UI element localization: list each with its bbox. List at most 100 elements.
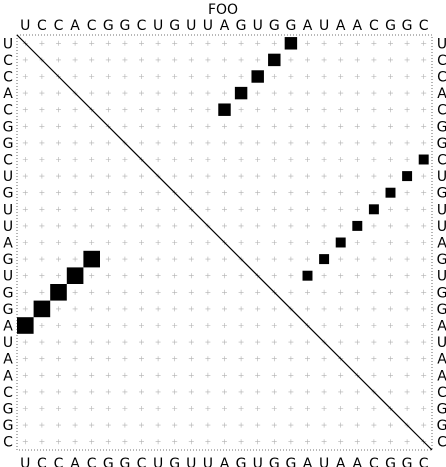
grid-mark (105, 90, 111, 96)
top-sequence-label: G (103, 18, 114, 34)
grid-mark (354, 323, 360, 328)
grid-mark (222, 372, 227, 378)
right-sequence-label: G (437, 402, 446, 418)
grid-mark (305, 40, 310, 46)
right-sequence-label: A (437, 236, 446, 252)
grid-mark (22, 422, 28, 428)
grid-mark (155, 206, 161, 212)
left-sequence-label: A (3, 368, 13, 384)
grid-mark (72, 439, 78, 445)
grid-mark (338, 339, 344, 345)
top-sequence-label: A (336, 18, 346, 34)
grid-mark (404, 356, 410, 362)
grid-mark (39, 123, 45, 129)
bottom-sequence-label: C (137, 456, 147, 467)
right-sequence-label: G (437, 252, 446, 268)
grid-mark (338, 57, 344, 63)
top-sequence-label: U (203, 18, 213, 34)
right-sequence-label: G (437, 302, 446, 318)
grid-mark (238, 74, 244, 79)
grid-mark (155, 190, 161, 196)
grid-mark (271, 323, 277, 328)
grid-mark (122, 406, 128, 411)
grid-mark (388, 439, 393, 445)
left-sequence-label: U (3, 169, 13, 185)
grid-mark (354, 107, 360, 113)
grid-mark (354, 256, 360, 262)
grid-mark (72, 140, 78, 146)
grid-mark (255, 123, 261, 129)
grid-mark (22, 273, 28, 279)
grid-mark (139, 289, 144, 295)
top-sequence-label: G (269, 18, 280, 34)
grid-mark (122, 190, 128, 196)
grid-mark (188, 173, 194, 179)
grid-mark (89, 289, 95, 295)
grid-mark (255, 306, 261, 312)
grid-mark (321, 123, 327, 129)
grid-mark (105, 173, 111, 179)
grid-mark (56, 123, 61, 129)
grid-mark (89, 422, 95, 428)
right-sequence-label: U (437, 202, 446, 218)
grid-mark (72, 173, 78, 179)
grid-mark (354, 40, 360, 46)
grid-mark (404, 90, 410, 96)
grid-mark (155, 157, 161, 162)
base-pair-dot-upper (385, 187, 396, 198)
grid-mark (122, 157, 128, 162)
grid-mark (305, 356, 310, 362)
bottom-sequence-label: C (419, 456, 429, 467)
grid-mark (39, 406, 45, 411)
grid-mark (371, 173, 377, 179)
grid-mark (371, 306, 377, 312)
grid-mark (139, 57, 144, 63)
grid-mark (122, 223, 128, 229)
base-pair-dot-upper (302, 270, 313, 281)
grid-mark (255, 190, 261, 196)
grid-mark (122, 256, 128, 262)
grid-mark (388, 40, 393, 46)
grid-mark (288, 372, 294, 378)
grid-mark (172, 306, 178, 312)
grid-mark (321, 273, 327, 279)
grid-mark (421, 372, 427, 378)
grid-mark (155, 40, 161, 46)
grid-mark (238, 240, 244, 245)
grid-mark (122, 107, 128, 113)
bottom-sequence-label: U (20, 456, 30, 467)
left-sequence-label: G (3, 402, 14, 418)
top-sequence-label: G (385, 18, 396, 34)
base-pair-dot-lower (66, 267, 84, 284)
grid-mark (172, 74, 178, 79)
grid-mark (222, 389, 227, 395)
left-sequence-label: U (3, 36, 13, 52)
grid-mark (89, 223, 95, 229)
grid-mark (188, 90, 194, 96)
grid-mark (288, 206, 294, 212)
grid-mark (122, 173, 128, 179)
grid-mark (205, 273, 211, 279)
grid-mark (122, 339, 128, 345)
grid-mark (371, 40, 377, 46)
grid-mark (305, 256, 310, 262)
grid-mark (388, 306, 393, 312)
grid-mark (271, 339, 277, 345)
grid-mark (321, 90, 327, 96)
grid-mark (421, 223, 427, 229)
grid-mark (139, 389, 144, 395)
grid-mark (338, 439, 344, 445)
grid-mark (255, 57, 261, 63)
grid-mark (89, 190, 95, 196)
grid-mark (105, 406, 111, 411)
grid-mark (388, 339, 393, 345)
top-sequence-label: A (353, 18, 363, 34)
top-sequence-label: G (402, 18, 413, 34)
grid-mark (39, 40, 45, 46)
grid-mark (205, 389, 211, 395)
grid-mark (255, 107, 261, 113)
grid-mark (338, 206, 344, 212)
grid-mark (22, 190, 28, 196)
grid-mark (39, 356, 45, 362)
right-sequence-label: U (437, 269, 446, 285)
